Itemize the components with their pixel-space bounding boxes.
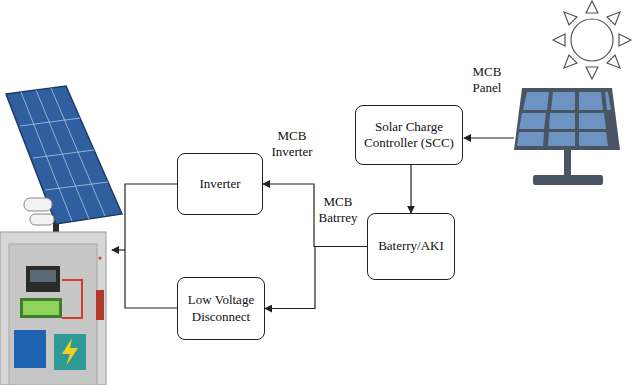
wire [464, 137, 514, 138]
process-box: Inverter [177, 153, 263, 215]
box-label: Low Voltage Disconnect [183, 292, 259, 325]
box-label: Inverter [199, 176, 240, 192]
mcb-label: MCB Inverter [270, 128, 313, 161]
process-box: Baterry/AKI [367, 213, 455, 280]
load-wire [112, 184, 177, 308]
mcb-label: MCB Panel [472, 64, 503, 97]
mcb-label: MCB Batrrey [318, 194, 359, 227]
connector-arrow [410, 165, 411, 213]
system-illustration [0, 86, 122, 385]
connector-arrow [265, 247, 367, 309]
sun-icon [553, 1, 631, 79]
box-label: Baterry/AKI [378, 238, 444, 254]
box-label: Solar Charge Controller (SCC) [361, 119, 457, 152]
connector-arrow [263, 184, 367, 247]
solar-panel-icon [514, 88, 620, 185]
process-box: Low Voltage Disconnect [177, 277, 265, 340]
process-box: Solar Charge Controller (SCC) [355, 105, 463, 165]
